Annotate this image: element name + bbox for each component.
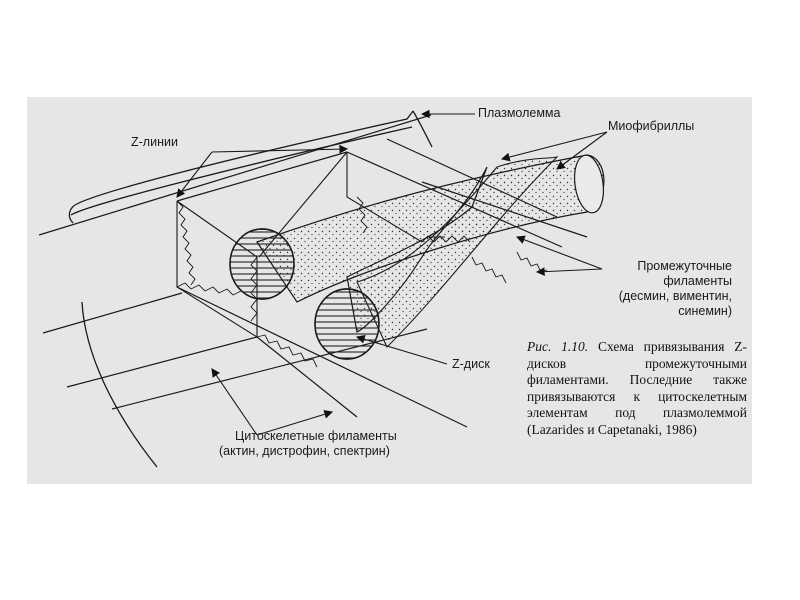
label-pointers <box>176 109 608 436</box>
label-intermediate-2: филаменты <box>663 274 732 288</box>
myofibril-lower <box>346 156 559 348</box>
label-intermediate-4: синемин) <box>678 304 732 318</box>
z-disk-left <box>229 228 295 300</box>
label-intermediate-3: (десмин, виментин, <box>618 289 732 303</box>
plasmalemma-membrane <box>68 110 433 468</box>
z-disk-right <box>314 288 380 360</box>
label-z-disk: Z-диск <box>452 357 490 371</box>
figure-caption: Рис. 1.10. Схема привязывания Z-дисков п… <box>527 339 747 438</box>
label-cytoskeletal-1: Цитоскелетные филаменты <box>235 429 397 443</box>
z-disk-anchoring-diagram <box>38 109 608 468</box>
label-myofibrils: Миофибриллы <box>608 119 695 133</box>
label-intermediate-1: Промежуточные <box>637 259 732 273</box>
figure-reference: Рис. 1.10. <box>527 339 589 354</box>
label-z-lines: Z-линии <box>131 135 178 149</box>
figure-panel: Плазмолемма Z-линии Миофибриллы Промежут… <box>27 97 752 484</box>
caption-text: Схема привязывания Z-дисков промежуточны… <box>527 339 747 437</box>
label-cytoskeletal-2: (актин, дистрофин, спектрин) <box>219 444 390 458</box>
label-plasmalemma: Плазмолемма <box>478 106 561 120</box>
